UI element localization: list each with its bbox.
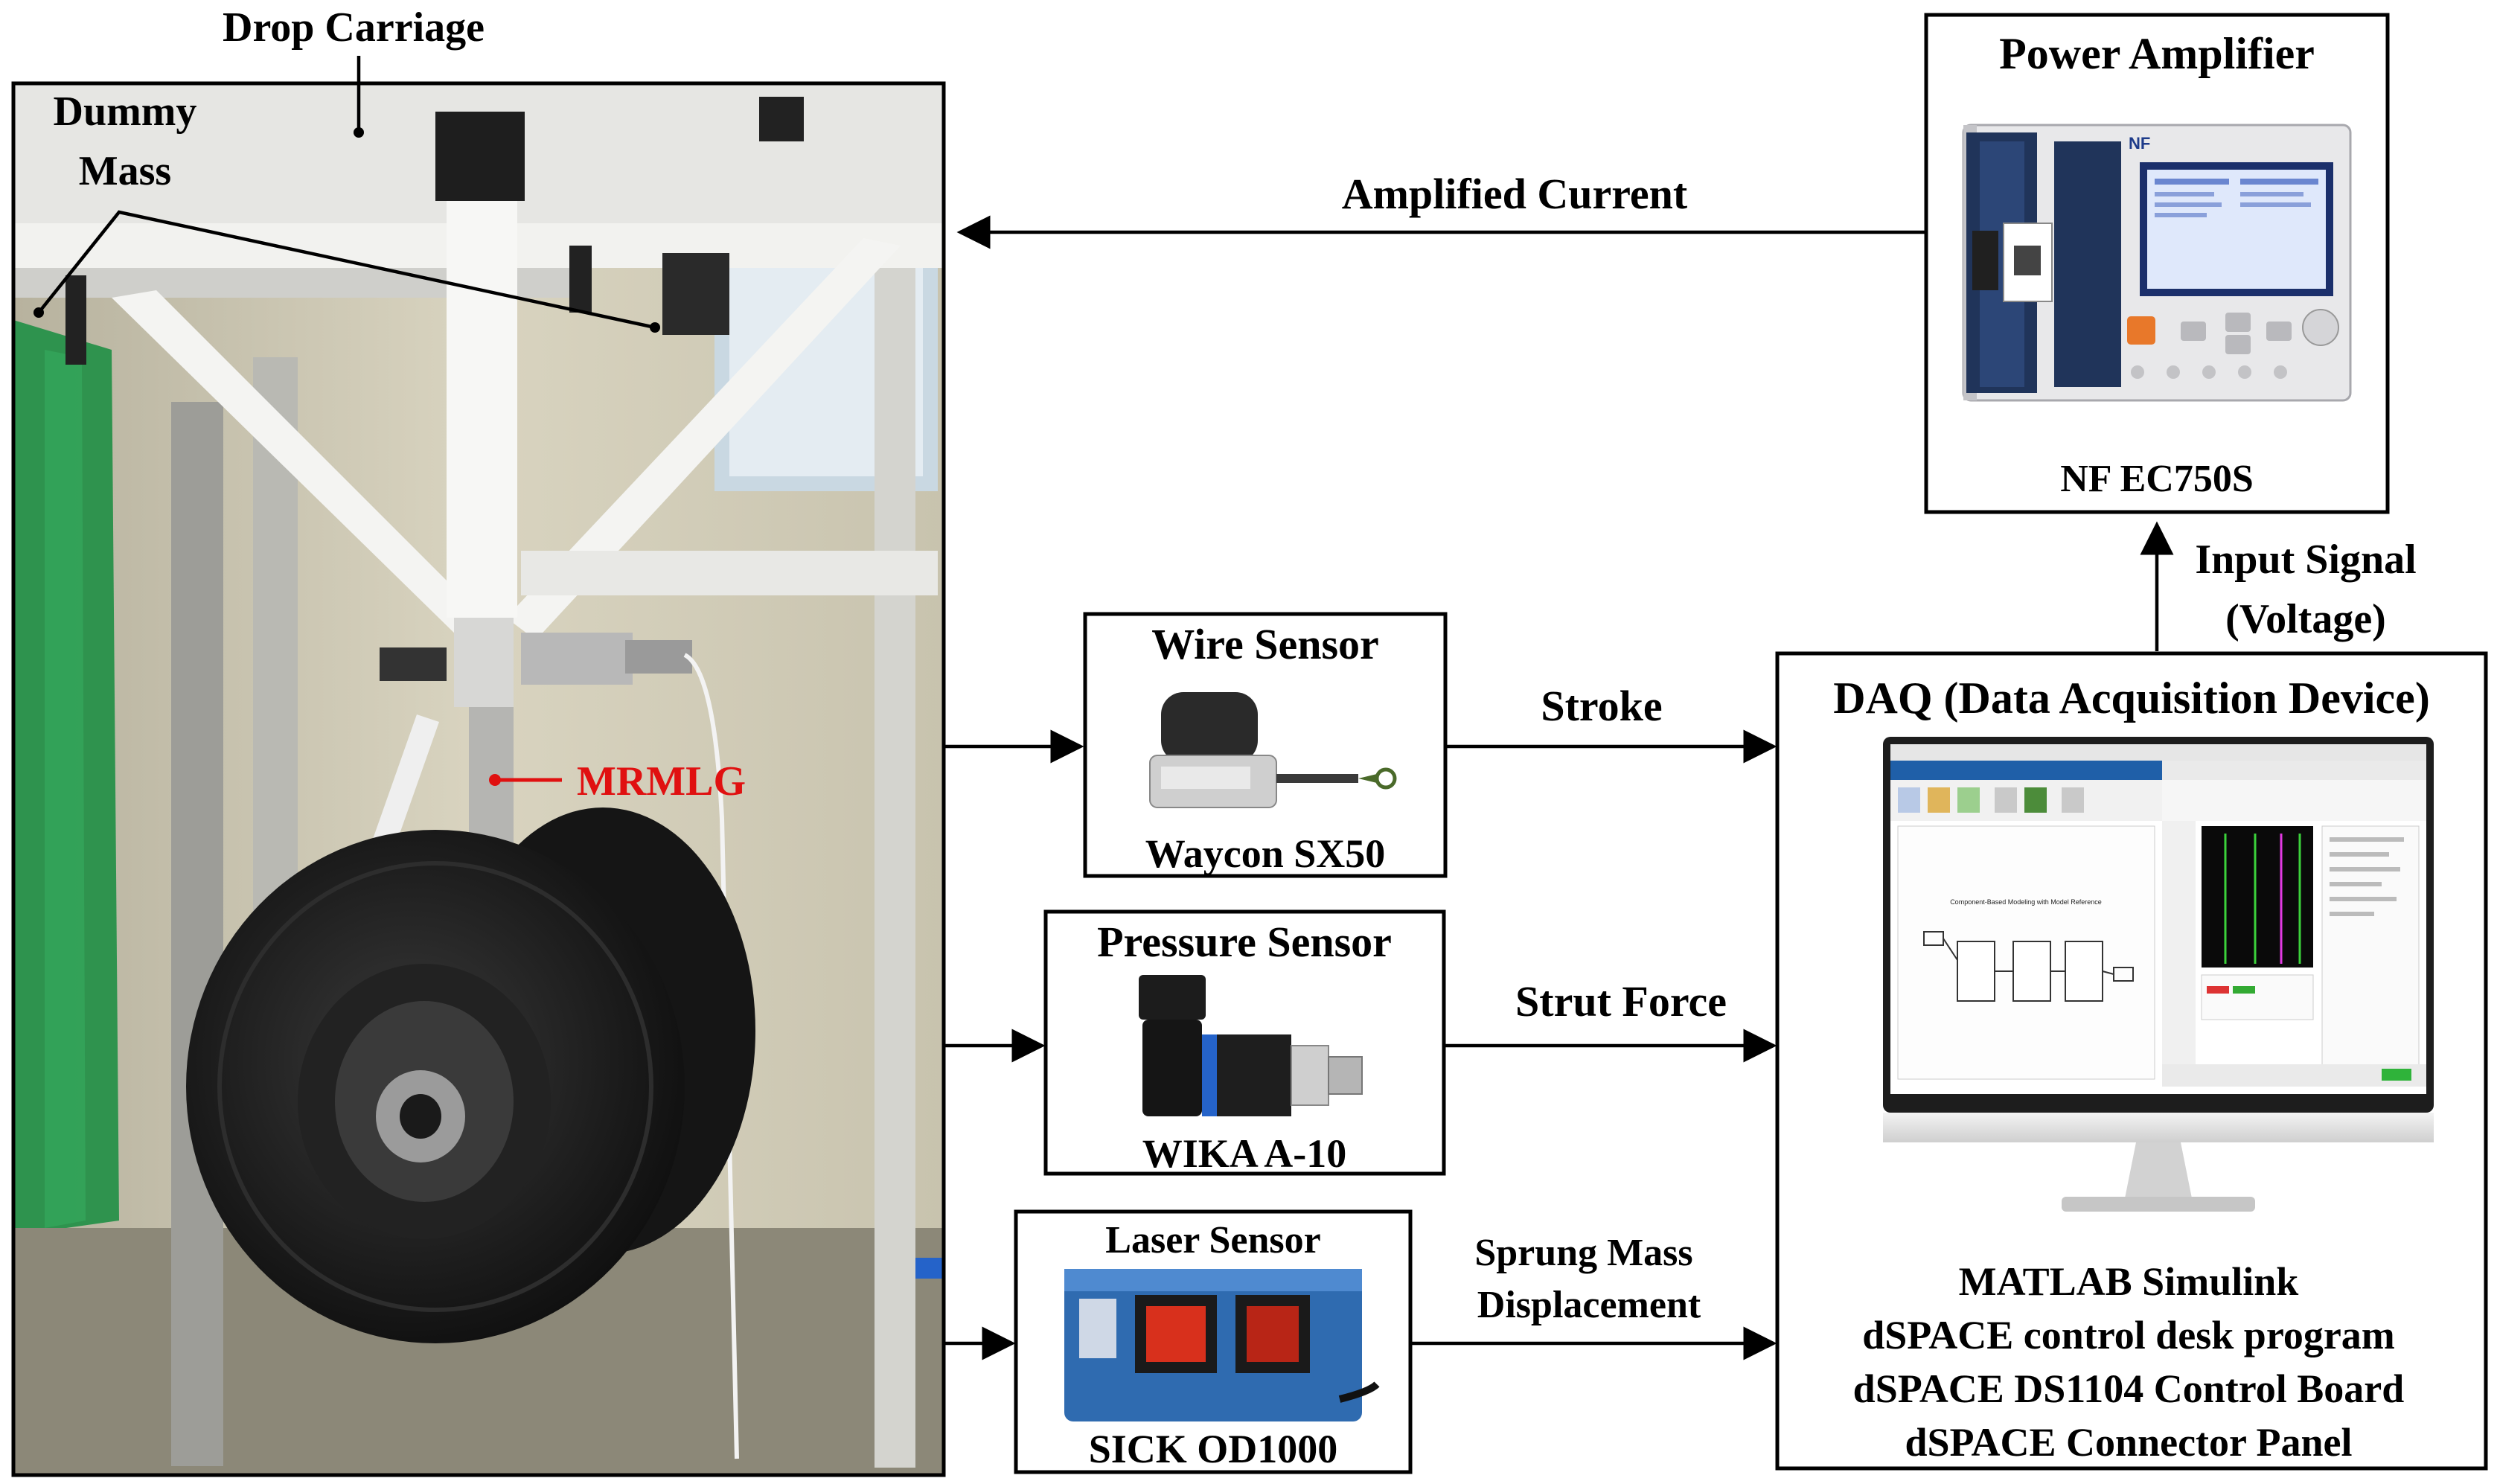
dummy-mass-label-line1: Dummy [54, 89, 197, 135]
laser-sensor-title: Laser Sensor [1105, 1219, 1320, 1261]
amp-brand-text: NF [2129, 134, 2150, 153]
pressure-sensor-model: WIKA A-10 [1142, 1131, 1347, 1176]
daq-line-3: dSPACE DS1104 Control Board [1853, 1366, 2405, 1411]
sprung-mass-label-line1: Sprung Mass [1474, 1232, 1692, 1274]
power-amplifier-box: Power Amplifier NF [1924, 13, 2390, 514]
laser-sensor-model: SICK OD1000 [1089, 1427, 1338, 1471]
model-title-text: Component-Based Modeling with Model Refe… [1950, 898, 2102, 906]
dummy-mass-label-line2: Mass [79, 148, 171, 194]
daq-line-1: MATLAB Simulink [1959, 1259, 2299, 1304]
landing-gear-photo [11, 81, 946, 1477]
input-signal-label-line1: Input Signal [2195, 537, 2416, 583]
wire-sensor-device-icon [1149, 692, 1397, 808]
photo-annotations: Drop Carriage Dummy Mass MRMLG [33, 4, 746, 805]
wire-sensor-box: Wire Sensor Waycon SX50 [1083, 612, 1448, 878]
dummy-mass-leader [37, 210, 656, 330]
laser-sensor-device-icon [1064, 1269, 1380, 1421]
daq-line-4: dSPACE Connector Panel [1905, 1420, 2352, 1465]
power-amplifier-model: NF EC750S [2060, 458, 2254, 500]
sprung-mass-label-line2: Displacement [1477, 1284, 1701, 1326]
pressure-sensor-device-icon [1139, 975, 1363, 1116]
laser-sensor-box: Laser Sensor SICK OD1000 [1014, 1209, 1413, 1474]
mrmlg-label: MRMLG [577, 758, 746, 805]
daq-line-2: dSPACE control desk program [1862, 1313, 2395, 1357]
pressure-sensor-box: Pressure Sensor WIKA A-10 [1043, 909, 1446, 1176]
strut-force-label: Strut Force [1515, 977, 1727, 1026]
daq-title: DAQ (Data Acquisition Device) [1833, 674, 2430, 723]
monitor-icon: Component-Based Modeling with Model Refe… [1883, 737, 2434, 1212]
daq-box: DAQ (Data Acquisition Device) Component-… [1775, 651, 2488, 1471]
drop-carriage-label: Drop Carriage [223, 4, 485, 51]
wire-sensor-title: Wire Sensor [1151, 620, 1379, 668]
wire-sensor-model: Waycon SX50 [1145, 831, 1386, 876]
stroke-label: Stroke [1541, 682, 1662, 730]
amplified-current-label: Amplified Current [1342, 170, 1688, 218]
power-amplifier-device-icon: NF [1962, 124, 2352, 402]
input-signal-label-line2: (Voltage) [2225, 596, 2386, 642]
power-amplifier-title: Power Amplifier [1999, 29, 2315, 78]
pressure-sensor-title: Pressure Sensor [1097, 918, 1392, 966]
